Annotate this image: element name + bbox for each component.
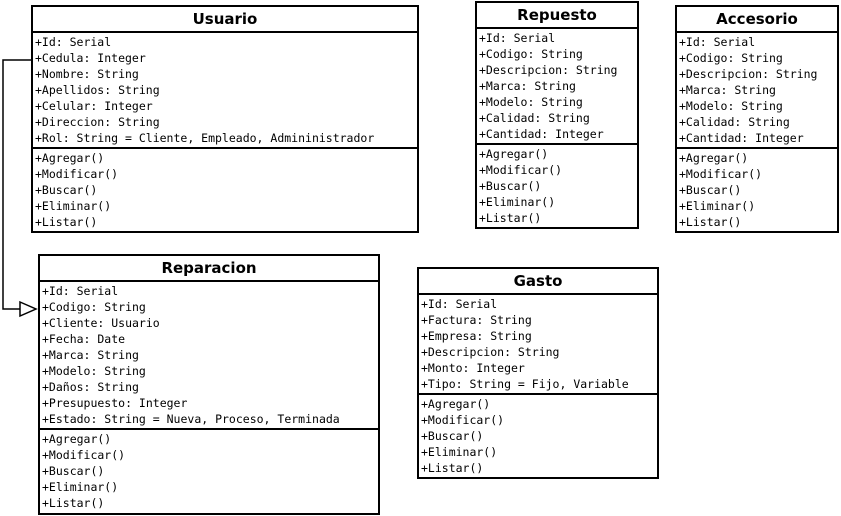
class-title: Gasto [419, 269, 657, 295]
method-row: +Buscar() [35, 183, 98, 197]
attribute-row: +Calidad: String [679, 115, 790, 129]
attribute-row: +Codigo: String [42, 300, 146, 314]
class-title: Usuario [33, 7, 417, 33]
method-row: +Agregar() [679, 151, 749, 165]
attribute-row: +Fecha: Date [42, 332, 126, 346]
class-title: Repuesto [477, 3, 637, 29]
attribute-row: +Codigo: String [679, 51, 783, 65]
attribute-row: +Modelo: String [679, 99, 783, 113]
attributes-section: +Id: Serial +Cedula: Integer +Nombre: Stri… [33, 33, 417, 147]
attributes-section: +Id: Serial +Factura: String +Empresa: Str… [419, 295, 657, 393]
method-row: +Eliminar() [42, 480, 119, 494]
attributes-section: +Id: Serial +Codigo: String +Descripcion: … [477, 29, 637, 143]
attribute-row: +Descripcion: String [421, 345, 560, 359]
attribute-row: +Codigo: String [479, 47, 583, 61]
class-gasto[interactable]: Gasto +Id: Serial +Factura: String +Empresa… [417, 267, 659, 479]
attribute-row: +Empresa: String [421, 329, 532, 343]
method-row: +Listar() [679, 215, 742, 229]
method-row: +Listar() [42, 496, 105, 510]
method-row: +Listar() [421, 461, 484, 475]
method-row: +Modificar() [42, 448, 126, 462]
methods-section: +Agregar() +Modificar() +Buscar() +Eliminar… [419, 393, 657, 477]
attribute-row: +Calidad: String [479, 111, 590, 125]
attribute-row: +Modelo: String [42, 364, 146, 378]
methods-section: +Agregar() +Modificar() +Buscar() +Eliminar… [477, 143, 637, 227]
attribute-row: +Apellidos: String [35, 83, 160, 97]
method-row: +Eliminar() [679, 199, 756, 213]
attribute-row: +Estado: String = Nueva, Proceso, Termin… [42, 412, 340, 426]
method-row: +Listar() [35, 215, 98, 229]
attribute-row: +Marca: String [42, 348, 139, 362]
method-row: +Eliminar() [479, 195, 556, 209]
attribute-row: +Cliente: Usuario [42, 316, 160, 330]
class-title: Reparacion [40, 256, 378, 282]
method-row: +Eliminar() [35, 199, 112, 213]
method-row: +Agregar() [42, 432, 112, 446]
method-row: +Buscar() [479, 179, 542, 193]
attribute-row: +Modelo: String [479, 95, 583, 109]
attribute-row: +Factura: String [421, 313, 532, 327]
attribute-row: +Rol: String = Cliente, Empleado, Admini… [35, 131, 375, 145]
class-reparacion[interactable]: Reparacion +Id: Serial +Codigo: String +Cli… [38, 254, 380, 515]
attribute-row: +Id: Serial [679, 35, 756, 49]
attributes-section: +Id: Serial +Codigo: String +Cliente: Usua… [40, 282, 378, 428]
class-repuesto[interactable]: Repuesto +Id: Serial +Codigo: String +Descr… [475, 1, 639, 229]
attribute-row: +Cantidad: Integer [679, 131, 804, 145]
attribute-row: +Direccion: String [35, 115, 160, 129]
methods-section: +Agregar() +Modificar() +Buscar() +Eliminar… [33, 147, 417, 231]
class-usuario[interactable]: Usuario +Id: Serial +Cedula: Integer +Nombr… [31, 5, 419, 233]
attribute-row: +Descripcion: String [679, 67, 818, 81]
method-row: +Buscar() [679, 183, 742, 197]
method-row: +Modificar() [479, 163, 563, 177]
method-row: +Modificar() [35, 167, 119, 181]
class-accesorio[interactable]: Accesorio +Id: Serial +Codigo: String +Desc… [675, 5, 839, 233]
attributes-section: +Id: Serial +Codigo: String +Descripcion: … [677, 33, 837, 147]
attribute-row: +Monto: Integer [421, 361, 525, 375]
method-row: +Listar() [479, 211, 542, 225]
class-title: Accesorio [677, 7, 837, 33]
attribute-row: +Cantidad: Integer [479, 127, 604, 141]
attribute-row: +Marca: String [479, 79, 576, 93]
attribute-row: +Daños: String [42, 380, 139, 394]
methods-section: +Agregar() +Modificar() +Buscar() +Eliminar… [40, 428, 378, 512]
attribute-row: +Celular: Integer [35, 99, 153, 113]
attribute-row: +Marca: String [679, 83, 776, 97]
attribute-row: +Id: Serial [479, 31, 556, 45]
connector-line [2, 59, 31, 310]
method-row: +Buscar() [421, 429, 484, 443]
method-row: +Modificar() [421, 413, 505, 427]
method-row: +Modificar() [679, 167, 763, 181]
method-row: +Eliminar() [421, 445, 498, 459]
method-row: +Agregar() [479, 147, 549, 161]
attribute-row: +Presupuesto: Integer [42, 396, 188, 410]
attribute-row: +Id: Serial [421, 297, 498, 311]
attribute-row: +Id: Serial [35, 35, 112, 49]
methods-section: +Agregar() +Modificar() +Buscar() +Eliminar… [677, 147, 837, 231]
method-row: +Agregar() [35, 151, 105, 165]
attribute-row: +Tipo: String = Fijo, Variable [421, 377, 629, 391]
attribute-row: +Descripcion: String [479, 63, 618, 77]
method-row: +Buscar() [42, 464, 105, 478]
attribute-row: +Nombre: String [35, 67, 139, 81]
attribute-row: +Id: Serial [42, 284, 119, 298]
generalization-arrowhead [19, 300, 38, 318]
attribute-row: +Cedula: Integer [35, 51, 146, 65]
method-row: +Agregar() [421, 397, 491, 411]
